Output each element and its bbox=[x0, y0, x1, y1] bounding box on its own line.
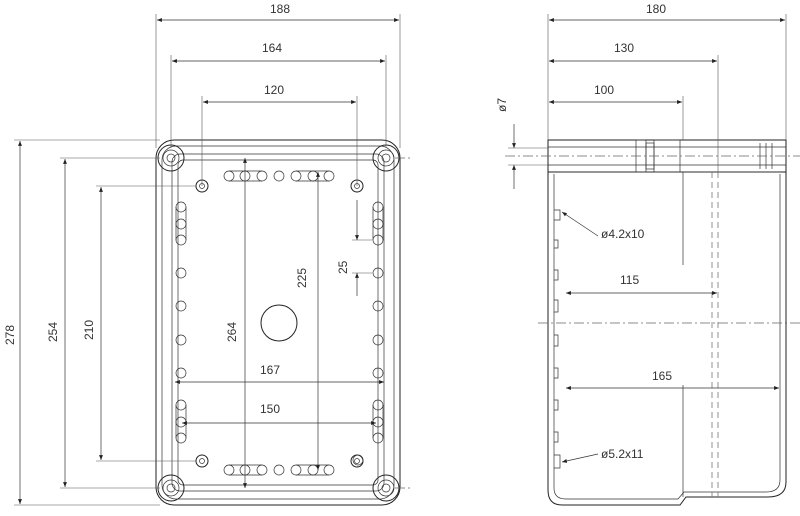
dim-130-label: 130 bbox=[614, 41, 634, 55]
dim-120-label: 120 bbox=[264, 83, 284, 97]
dim-25: 25 bbox=[336, 200, 372, 296]
dim-100-label: 100 bbox=[594, 83, 614, 97]
dim-150: 150 bbox=[182, 402, 376, 425]
dim-254-label: 254 bbox=[46, 322, 60, 342]
callout-hole-4-2: ø4.2x10 bbox=[561, 211, 645, 241]
bottom-boss-row bbox=[223, 464, 335, 476]
top-boss-row bbox=[223, 170, 335, 182]
mounting-hole-bottom-left bbox=[195, 454, 209, 468]
dim-188: 188 bbox=[155, 2, 401, 148]
dim-167-label: 167 bbox=[260, 363, 280, 377]
dim-25-label: 25 bbox=[336, 260, 350, 274]
dim-165-label: 165 bbox=[652, 369, 672, 383]
callout-hole-5-2: ø5.2x11 bbox=[561, 447, 644, 463]
enclosure-inner-wall bbox=[171, 153, 385, 492]
dim-278-label: 278 bbox=[3, 325, 17, 345]
side-view: 180 130 100 ø7 115 165 bbox=[495, 2, 800, 506]
dim-278: 278 bbox=[3, 139, 160, 506]
dim-164-label: 164 bbox=[262, 41, 282, 55]
enclosure-inner-rim bbox=[161, 145, 395, 500]
enclosure-outline bbox=[155, 139, 401, 506]
front-view: 188 164 120 278 254 bbox=[3, 2, 412, 506]
dim-100: 100 bbox=[549, 83, 684, 140]
dim-d7: ø7 bbox=[495, 98, 548, 189]
dim-225: 225 bbox=[295, 172, 320, 470]
side-body-outline bbox=[547, 172, 787, 506]
dim-264-label: 264 bbox=[225, 322, 239, 342]
dim-225-label: 225 bbox=[295, 268, 309, 288]
right-boss-column bbox=[372, 201, 384, 444]
dim-d7-label: ø7 bbox=[495, 98, 509, 112]
dim-264: 264 bbox=[225, 158, 247, 488]
dim-210-label: 210 bbox=[82, 320, 96, 340]
dim-180: 180 bbox=[547, 2, 787, 140]
dim-180-label: 180 bbox=[646, 2, 666, 16]
side-body-inner bbox=[553, 174, 781, 500]
dim-120: 120 bbox=[201, 83, 358, 186]
dim-167: 167 bbox=[175, 363, 384, 384]
dim-188-label: 188 bbox=[270, 2, 290, 16]
callout-hole-5-2-label: ø5.2x11 bbox=[601, 447, 644, 461]
side-wall-ribs bbox=[554, 209, 561, 469]
bottom-right-small-boss bbox=[352, 454, 364, 466]
left-boss-column bbox=[175, 201, 187, 444]
corner-screw-bottom-left bbox=[157, 474, 185, 502]
dim-254: 254 bbox=[46, 157, 160, 489]
center-knockout bbox=[260, 304, 298, 342]
enclosure-inner-floor bbox=[177, 159, 379, 486]
dim-150-label: 150 bbox=[260, 402, 280, 416]
dim-115: 115 bbox=[566, 273, 717, 295]
side-lid bbox=[547, 139, 787, 173]
dim-165: 165 bbox=[566, 369, 779, 390]
dim-210: 210 bbox=[82, 185, 196, 462]
dim-115-label: 115 bbox=[620, 273, 639, 287]
dim-164: 164 bbox=[170, 41, 387, 148]
dim-130: 130 bbox=[549, 41, 719, 172]
callout-hole-4-2-label: ø4.2x10 bbox=[601, 227, 645, 241]
